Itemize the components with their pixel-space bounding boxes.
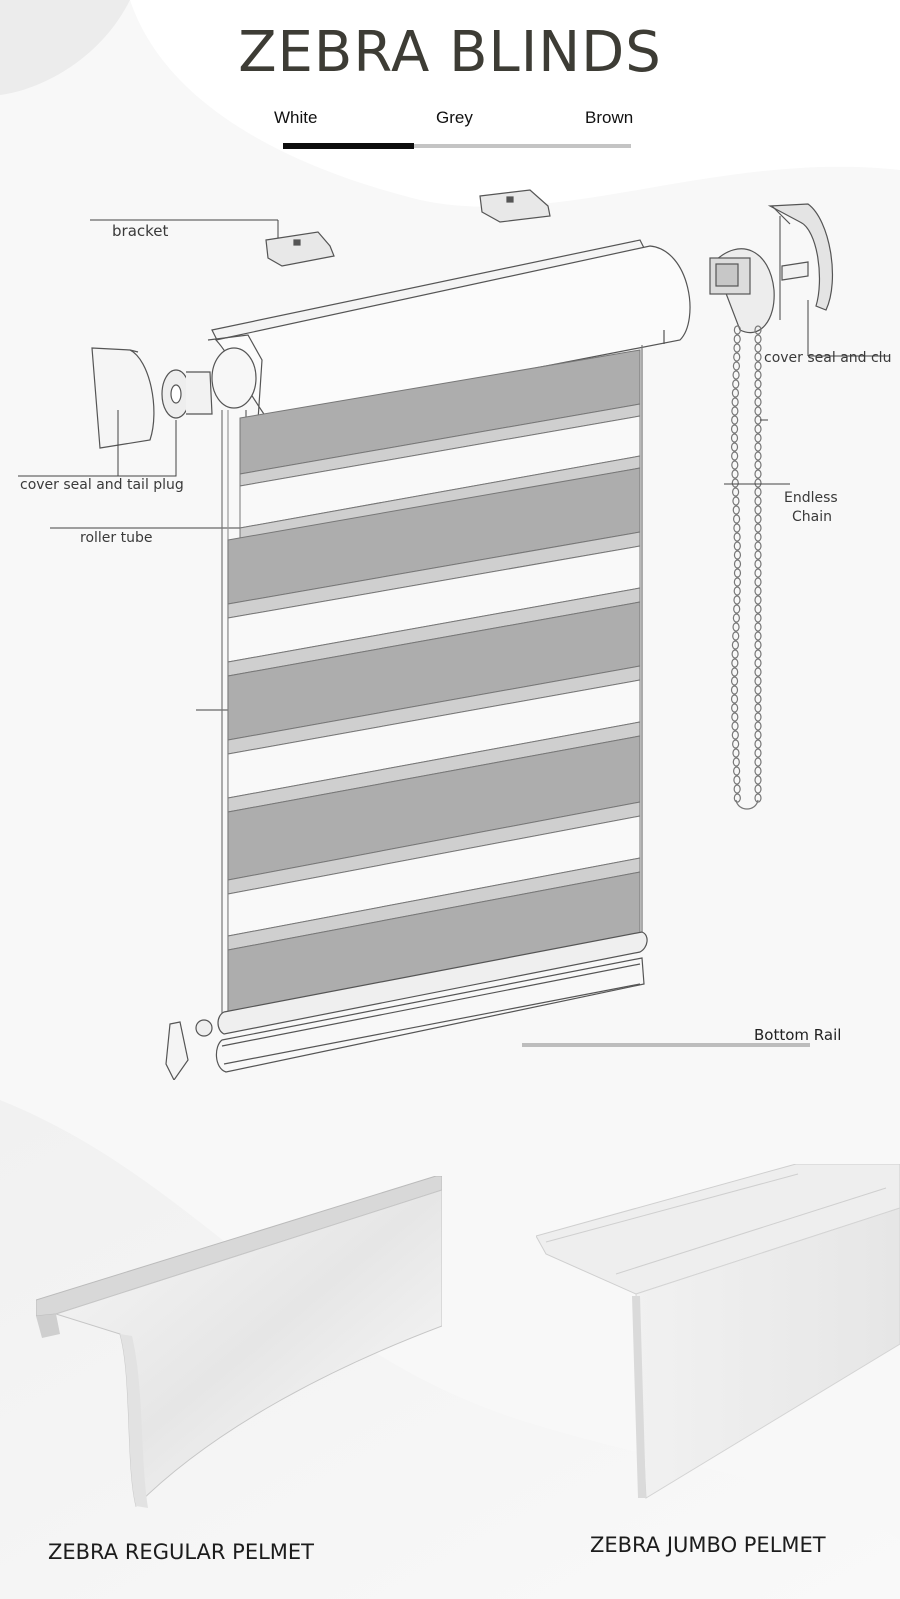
label-roller-tube: roller tube [80,530,153,546]
label-bracket: bracket [112,222,169,240]
regular-pelmet-image [36,1176,442,1508]
label-bottom-rail: Bottom Rail [754,1026,842,1044]
tab-grey[interactable]: Grey [436,108,473,127]
bracket-part [265,231,335,267]
label-cover-seal-tail-plug: cover seal and tail plug [20,477,184,493]
caption-regular-pelmet: ZEBRA REGULAR PELMET [48,1540,315,1564]
tab-active-indicator [283,143,414,149]
page-title: ZEBRA BLINDS [238,20,662,85]
blind-exploded-diagram [18,189,890,1080]
endless-chain [730,325,762,810]
caption-jumbo-pelmet: ZEBRA JUMBO PELMET [590,1533,826,1557]
label-endless-line1: Endless [784,490,838,506]
tab-brown[interactable]: Brown [585,108,634,127]
jumbo-pelmet-image [536,1164,900,1499]
bracket-part-top [479,189,551,223]
label-cover-seal-right: cover seal and clu [764,350,892,366]
tab-track [283,144,631,148]
tab-white[interactable]: White [274,108,318,127]
label-endless-line2: Chain [792,509,832,525]
